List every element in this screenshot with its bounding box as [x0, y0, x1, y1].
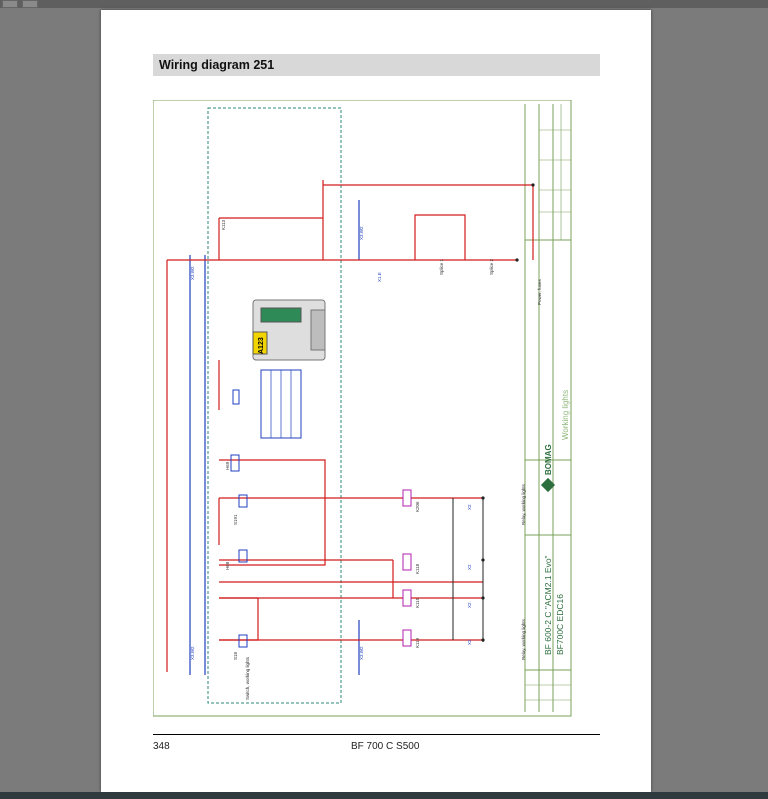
load-wires [452, 498, 484, 642]
svg-text:X3.W2: X3.W2 [359, 646, 364, 660]
svg-text:Splice 2: Splice 2 [489, 258, 494, 275]
footer-rule [153, 734, 600, 735]
red-wires [166, 180, 534, 672]
toolbar-button[interactable] [22, 0, 38, 8]
svg-text:X2: X2 [467, 602, 472, 608]
svg-text:S191: S191 [233, 514, 238, 525]
svg-text:X2: X2 [467, 504, 472, 510]
svg-text:X3.W2: X3.W2 [190, 266, 195, 280]
relay-coils [402, 489, 412, 647]
svg-text:X2: X2 [467, 564, 472, 570]
svg-text:Splice 1: Splice 1 [439, 258, 444, 275]
svg-text:BOMAG: BOMAG [544, 444, 553, 475]
svg-text:Relay, working lights: Relay, working lights [521, 483, 526, 525]
bomag-logo: BOMAG [540, 444, 556, 493]
document-page: Wiring diagram 251 Working lights BOMAG … [101, 10, 651, 792]
window-top-bar [0, 0, 768, 8]
svg-text:K206: K206 [415, 501, 420, 512]
blue-bus-lines [189, 200, 360, 675]
switch-symbols [230, 389, 248, 648]
svg-text:X2: X2 [467, 639, 472, 645]
svg-text:H69: H69 [225, 461, 230, 470]
module-a123: A123 [252, 299, 326, 361]
svg-text:K119: K119 [415, 637, 420, 648]
svg-text:K115: K115 [415, 597, 420, 608]
svg-text:Relay, working lights: Relay, working lights [521, 618, 526, 660]
model-name: BF 700 C S500 [351, 741, 420, 752]
sheet-title: Working lights [561, 390, 570, 440]
window-bottom-bar [0, 792, 768, 799]
section-heading: Wiring diagram 251 [159, 58, 275, 72]
svg-text:X1.E: X1.E [377, 272, 382, 282]
control-area-dashed-box [207, 107, 342, 704]
toolbar-button[interactable] [2, 0, 18, 8]
svg-text:S18: S18 [233, 651, 238, 660]
title-block: Working lights BOMAG BF 600-2 C "ACM2.1 … [524, 104, 571, 712]
svg-text:Switch, working lights: Switch, working lights [245, 656, 250, 700]
svg-text:H68: H68 [225, 561, 230, 570]
svg-text:X3.W2: X3.W2 [359, 226, 364, 240]
title-line-1: BF 600-2 C "ACM2.1 Evo" [543, 555, 553, 655]
page-number: 348 [153, 741, 170, 752]
svg-text:Power, fuses: Power, fuses [537, 278, 542, 305]
wiring-diagram: Working lights BOMAG BF 600-2 C "ACM2.1 … [153, 100, 572, 717]
section-heading-bar: Wiring diagram 251 [153, 54, 600, 76]
module-label: A123 [258, 337, 265, 354]
svg-text:X3.W2: X3.W2 [190, 646, 195, 660]
svg-text:K113: K113 [221, 219, 226, 230]
terminal-dots [481, 183, 535, 642]
title-line-2: BF700C EDC16 [555, 594, 565, 655]
svg-text:K118: K118 [415, 563, 420, 574]
